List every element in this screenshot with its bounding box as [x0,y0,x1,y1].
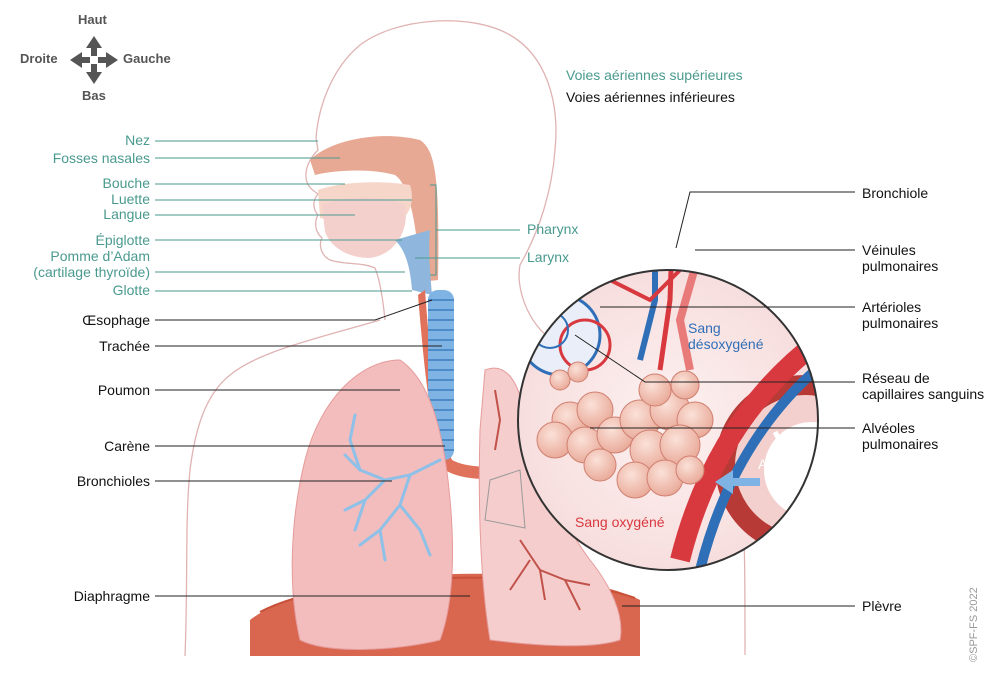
label-oesophage: Œsophage [82,312,150,328]
label-trachee: Trachée [99,338,150,354]
label-alveoles-pulmonaires: pulmonaires [862,436,939,452]
leader-lines-upper [155,140,412,292]
trachea [428,290,454,460]
label-plevre: Plèvre [862,598,902,614]
label-arterioles: Artérioles [862,299,922,315]
pharynx-larynx-bracket [415,184,520,276]
compass-left-label: Droite [20,51,58,66]
tongue [322,197,406,258]
label-carene: Carène [104,438,150,454]
compass-right-label: Gauche [123,51,171,66]
label-arterioles-pulmonaires: pulmonaires [862,315,939,331]
leader-lines-right [574,191,855,607]
inset-sang-oxygene-label: Sang oxygéné [575,514,665,530]
legend-upper: Voies aériennes supérieures [566,67,743,83]
label-pomme-adam: Pomme d’Adam [50,248,150,264]
face-profile [305,137,386,321]
label-fosses-nasales: Fosses nasales [52,150,150,166]
inset-alveole-label: Alvéole [758,456,804,472]
label-langue: Langue [103,206,150,222]
copyright: ©SPF-FS 2022 [968,587,980,662]
label-pharynx: Pharynx [527,221,579,237]
legend-lower: Voies aériennes inférieures [566,89,735,105]
label-bouche: Bouche [102,175,150,191]
throat [395,230,432,295]
label-bronchiole: Bronchiole [862,185,929,201]
nasal-cavity [310,136,439,282]
leader-lines-lower [155,299,470,597]
label-larynx: Larynx [527,249,570,265]
label-luette: Luette [111,191,150,207]
label-veinules-pulmonaires: pulmonaires [862,258,939,274]
label-epiglotte: Épiglotte [95,232,150,248]
label-reseau: Réseau de [862,370,930,386]
inset-sang-label: Sang [688,320,721,336]
label-bronchioles: Bronchioles [76,473,150,489]
compass-down-label: Bas [82,88,106,103]
label-alveoles: Alvéoles [862,420,915,436]
compass-up-label: Haut [78,12,107,27]
inset-border [517,269,819,571]
bronchial-tree [343,413,442,562]
inset-magnifier [518,270,818,570]
label-glotte: Glotte [112,282,150,298]
inset-desoxygene-label: désoxygéné [688,336,764,352]
compass-icon [70,36,118,84]
body-outline-left [184,319,381,657]
label-capillaires: capillaires sanguins [862,386,985,402]
label-veinules: Véinules [862,242,916,258]
label-diaphragme: Diaphragme [73,588,150,604]
pleura-vessels [494,389,591,611]
label-nez: Nez [125,132,150,148]
label-cartilage-thyroide: (cartilage thyroïde) [33,264,150,280]
label-poumon: Poumon [97,382,150,398]
lung-right [291,359,454,650]
